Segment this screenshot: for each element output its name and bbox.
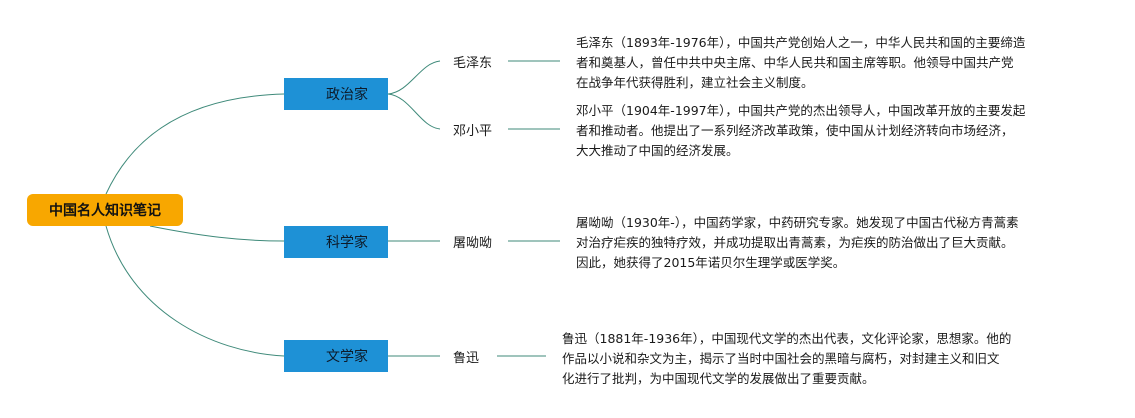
category-label: 文学家 (326, 349, 368, 365)
description-line: 对治疗疟疾的独特疗效，并成功提取出青蒿素，为疟疾的防治做出了巨大贡献。 (576, 235, 1014, 250)
person-node-lu[interactable]: 鲁迅 (453, 347, 479, 366)
category-politics[interactable]: 政治家 (284, 78, 388, 110)
person-name: 毛泽东 (453, 56, 493, 71)
description-line: 化进行了批判，为中国现代文学的发展做出了重要贡献。 (562, 371, 875, 386)
category-label: 政治家 (326, 87, 368, 103)
description-line: 者和推动者。他提出了一系列经济改革政策，使中国从计划经济转向市场经济， (576, 123, 1014, 138)
root-topic-label: 中国名人知识笔记 (49, 203, 161, 219)
category-label: 科学家 (326, 235, 368, 251)
description-line: 邓小平（1904年-1997年），中国共产党的杰出领导人，中国改革开放的主要发起 (576, 103, 1026, 118)
person-node-mao[interactable]: 毛泽东 (453, 52, 492, 71)
description-line: 毛泽东（1893年-1976年），中国共产党创始人之一，中华人民共和国的主要缔造 (576, 35, 1026, 50)
person-name: 邓小平 (453, 124, 493, 139)
description-deng[interactable]: 邓小平（1904年-1997年），中国共产党的杰出领导人，中国改革开放的主要发起… (576, 101, 1025, 161)
description-line: 在战争年代获得胜利，建立社会主义制度。 (576, 75, 814, 90)
description-tu[interactable]: 屠呦呦（1930年-），中国药学家，中药研究专家。她发现了中国古代秘方青蒿素 对… (576, 213, 1019, 273)
person-name: 鲁迅 (453, 351, 480, 366)
description-line: 者和奠基人，曾任中共中央主席、中华人民共和国主席等职。他领导中国共产党 (576, 55, 1014, 70)
person-node-tu[interactable]: 屠呦呦 (453, 232, 492, 251)
description-mao[interactable]: 毛泽东（1893年-1976年），中国共产党创始人之一，中华人民共和国的主要缔造… (576, 33, 1025, 93)
connector-root-politics (105, 93, 285, 195)
connector-root-literature (105, 225, 285, 357)
connector-politics-mao (387, 60, 441, 95)
connector-politics-deng (387, 93, 441, 130)
description-line: 因此，她获得了2015年诺贝尔生理学或医学奖。 (576, 255, 846, 270)
description-line: 鲁迅（1881年-1936年），中国现代文学的杰出代表，文化评论家，思想家。他的 (562, 331, 1012, 346)
description-line: 大大推动了中国的经济发展。 (576, 143, 739, 158)
person-node-deng[interactable]: 邓小平 (453, 120, 492, 139)
description-lu[interactable]: 鲁迅（1881年-1936年），中国现代文学的杰出代表，文化评论家，思想家。他的… (562, 329, 1011, 389)
description-line: 作品以小说和杂文为主，揭示了当时中国社会的黑暗与腐朽，对封建主义和旧文 (562, 351, 1000, 366)
category-literature[interactable]: 文学家 (284, 340, 388, 372)
connector-root-science (149, 225, 285, 242)
category-science[interactable]: 科学家 (284, 226, 388, 258)
description-line: 屠呦呦（1930年-），中国药学家，中药研究专家。她发现了中国古代秘方青蒿素 (576, 215, 1019, 230)
root-topic[interactable]: 中国名人知识笔记 (27, 194, 183, 226)
person-name: 屠呦呦 (453, 236, 493, 251)
